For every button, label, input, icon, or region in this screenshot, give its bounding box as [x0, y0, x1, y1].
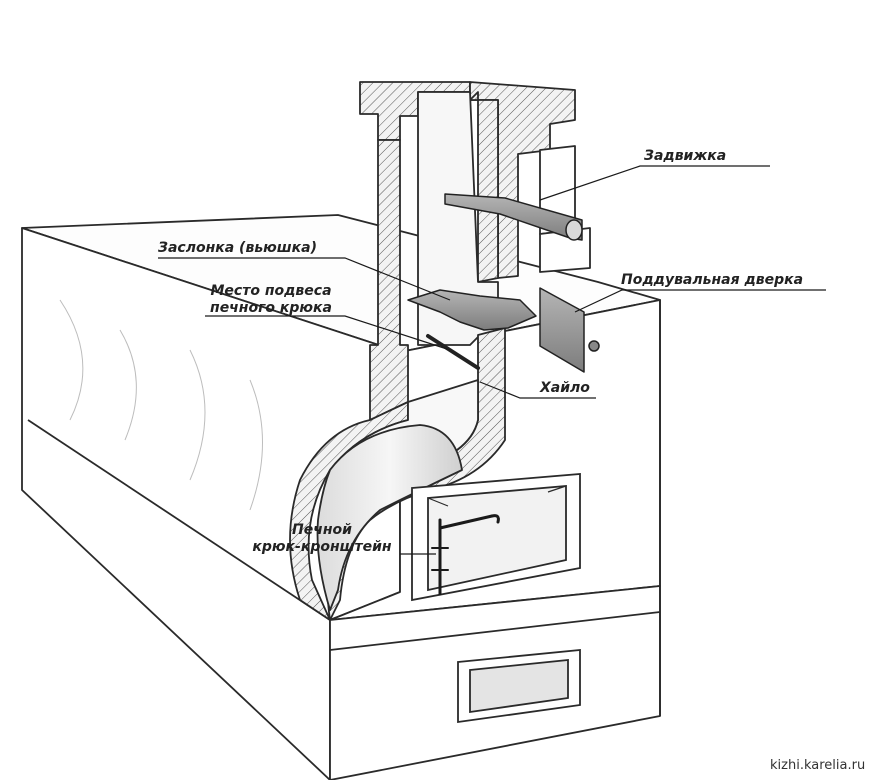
- left-face-shading: [59, 299, 263, 511]
- oven-mouth-inner: [427, 485, 567, 592]
- ash-pit: [457, 649, 581, 724]
- leader-podduval: [574, 289, 826, 313]
- zadvizhka-handle: [565, 219, 583, 241]
- leader-podves: [205, 315, 451, 351]
- khailo-region: [289, 327, 506, 621]
- leader-khailo: [479, 381, 596, 399]
- ash-pit-inner: [469, 659, 569, 714]
- plinth-line: [27, 419, 331, 621]
- label-khailo: Хайло: [540, 380, 590, 396]
- plinth-upper-edge: [329, 611, 661, 651]
- metal-parts: [407, 193, 600, 373]
- zaslonka-plate: [407, 289, 537, 331]
- oven-vault: [316, 424, 463, 611]
- hook-bracket: [431, 514, 500, 596]
- label-zaslonka: Заслонка (вьюшка): [158, 240, 317, 256]
- podduval-knob: [588, 340, 600, 352]
- label-kryuk-line2: крюк-кронштейн: [252, 539, 392, 555]
- hook-rod: [426, 334, 480, 370]
- label-podduval: Поддувальная дверка: [621, 272, 804, 288]
- leader-zaslonka: [158, 257, 451, 301]
- label-zadvizhka: Задвижка: [644, 148, 727, 164]
- label-kryuk-line1: Печной: [292, 522, 352, 538]
- oven-mouth: [411, 473, 581, 602]
- label-podves-line2: печного крюка: [210, 300, 332, 316]
- label-podves: Место подвеса печного крюка: [196, 283, 346, 317]
- label-podves-line1: Место подвеса: [210, 283, 332, 299]
- leader-lines: [158, 165, 826, 555]
- podduval-door: [539, 287, 585, 373]
- label-kryuk: Печной крюк-кронштейн: [240, 522, 404, 556]
- chimney-wall-right: [469, 91, 499, 283]
- source-credit: kizhi.karelia.ru: [770, 758, 866, 773]
- leader-zadvizhka: [539, 165, 770, 201]
